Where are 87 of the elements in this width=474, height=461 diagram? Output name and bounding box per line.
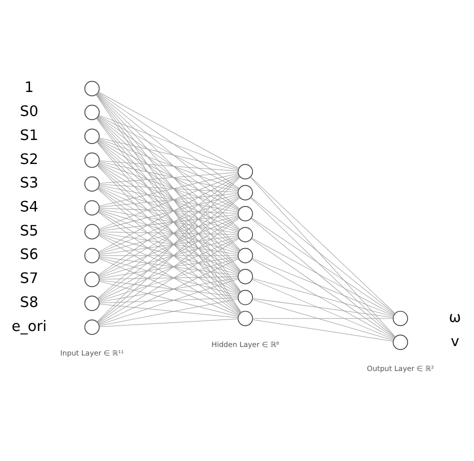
node-circle (84, 224, 100, 239)
connector (252, 318, 394, 341)
connector (98, 116, 240, 230)
node-circle (392, 310, 408, 326)
node-label: e_ori (12, 318, 47, 334)
connector (99, 160, 238, 171)
node-label: S8 (20, 294, 38, 310)
connector (99, 276, 238, 280)
connector (98, 208, 238, 234)
connector (98, 214, 238, 231)
node-label: S2 (20, 151, 38, 168)
connector (98, 138, 239, 190)
connector (99, 303, 238, 318)
connector (99, 254, 238, 256)
connector (98, 137, 238, 170)
connector (98, 116, 240, 210)
node-circle (84, 271, 100, 287)
label: Hidden Layer ∈ ℝ⁸ (212, 340, 280, 349)
node-circle (84, 176, 100, 192)
connector (98, 138, 239, 210)
connector (98, 278, 239, 325)
connector (99, 184, 238, 192)
connector (252, 258, 394, 316)
node-label: ω (448, 310, 462, 326)
connector (252, 258, 394, 338)
node-label: S1 (20, 127, 38, 144)
node-label: S6 (20, 246, 38, 263)
node-circle (84, 152, 100, 168)
connector (98, 91, 240, 168)
node-label: S4 (20, 198, 38, 215)
node-label: v (450, 333, 460, 350)
label: Input Layer ∈ ℝ¹¹ (60, 348, 124, 358)
connector (250, 218, 396, 338)
connector (98, 174, 239, 229)
node-circle (84, 80, 100, 96)
connector (252, 298, 394, 318)
node-label: S3 (20, 175, 38, 192)
connector (252, 278, 394, 340)
node-circle (238, 184, 253, 200)
connector (250, 196, 395, 314)
node-circle (84, 295, 100, 310)
node-circle (238, 310, 253, 326)
node-circle (84, 247, 100, 263)
node-label: 1 (24, 80, 34, 96)
connector (251, 238, 394, 338)
node-label: S7 (20, 270, 38, 287)
connector (99, 318, 238, 326)
node-circle (84, 200, 100, 216)
node-circle (392, 334, 408, 350)
connector (98, 194, 238, 230)
connector (98, 162, 239, 211)
connector (99, 192, 238, 207)
connector (99, 297, 238, 303)
connector (99, 172, 238, 184)
connector (98, 140, 240, 251)
node-circle (84, 104, 100, 120)
connector (251, 217, 394, 314)
connector (98, 114, 239, 169)
connector (98, 160, 238, 191)
node-circle (238, 205, 253, 221)
node-circle (238, 164, 253, 179)
connector (98, 115, 239, 189)
connector (98, 172, 238, 206)
connector (98, 162, 239, 232)
node-label: S5 (20, 222, 38, 239)
node-label: S0 (20, 104, 38, 120)
connector (99, 207, 238, 214)
node-circle (84, 128, 100, 144)
node-circle (238, 247, 253, 263)
connector (98, 92, 240, 188)
connector (97, 92, 240, 209)
node-circle (238, 289, 253, 305)
node-circle (238, 226, 253, 242)
connector (98, 277, 238, 302)
connector (98, 184, 238, 212)
connector (98, 186, 239, 232)
node-circle (84, 319, 100, 334)
connector (98, 298, 238, 326)
connector (99, 231, 238, 234)
connector (98, 140, 240, 230)
connector (98, 280, 238, 316)
connector (252, 237, 394, 315)
connector (98, 280, 238, 296)
connector (252, 278, 394, 316)
node-circle (238, 268, 253, 284)
label: Output Layer ∈ ℝ² (366, 363, 434, 372)
connector (252, 298, 394, 340)
